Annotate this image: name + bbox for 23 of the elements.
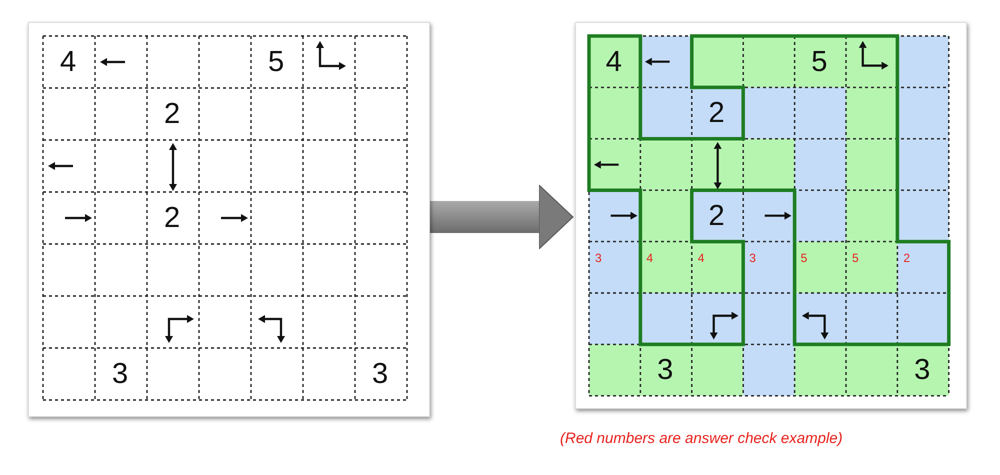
clue-number: 3: [657, 356, 674, 386]
clue-number: 4: [60, 48, 76, 77]
block-arrow: [430, 184, 574, 250]
puzzle-card: [28, 22, 430, 417]
clue-number: 3: [112, 360, 128, 389]
check-number: 3: [749, 252, 756, 264]
clue-number: 4: [606, 48, 622, 77]
clue-number: 3: [914, 356, 930, 386]
check-number: 4: [698, 252, 704, 264]
clue-number: 2: [708, 202, 725, 231]
check-number: 4: [646, 252, 654, 264]
caption-note: (Red numbers are answer check example): [560, 430, 843, 447]
check-number: 2: [903, 252, 910, 264]
check-number: 5: [852, 252, 859, 264]
clue-number: 3: [372, 360, 388, 389]
clue-number: 2: [708, 99, 725, 128]
clue-number: 2: [164, 204, 180, 233]
clue-number: 5: [268, 48, 284, 77]
check-number: 3: [595, 252, 602, 264]
clue-number: 5: [811, 48, 828, 77]
clue-number: 2: [164, 100, 180, 129]
solved-puzzle-card: [575, 22, 967, 409]
check-number: 5: [800, 252, 808, 264]
